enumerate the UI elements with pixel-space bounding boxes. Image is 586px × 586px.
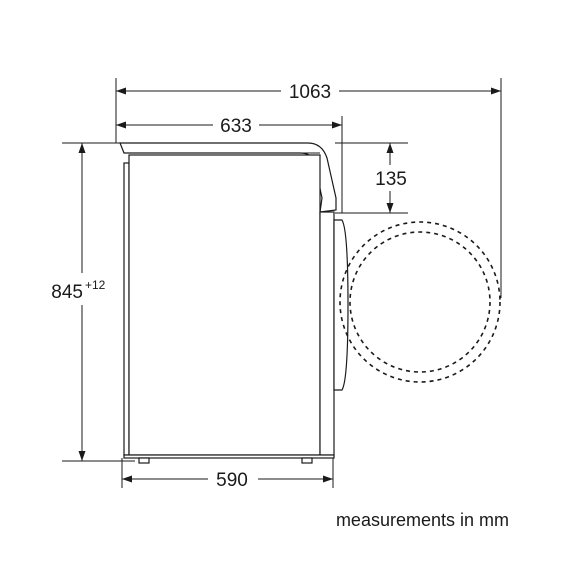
top-depth-label: 633: [220, 116, 252, 137]
overall-depth-label: 1063: [289, 82, 331, 103]
door-projection-label-bg: [370, 165, 412, 191]
base-depth-label: 590: [216, 470, 248, 491]
height-label-bg: [46, 273, 118, 305]
door-swing: [339, 221, 501, 383]
top-depth-label-bg: [213, 112, 259, 138]
machine-body: [119, 142, 349, 464]
door-projection-label: 135: [375, 169, 407, 190]
height-label: 845: [51, 282, 83, 303]
base-depth-label-bg: [208, 466, 258, 492]
units-caption: measurements in mm: [336, 510, 509, 530]
height-tolerance-label: +12: [85, 278, 106, 292]
extension-lines: [62, 78, 502, 488]
overall-depth-label-bg: [281, 78, 339, 104]
